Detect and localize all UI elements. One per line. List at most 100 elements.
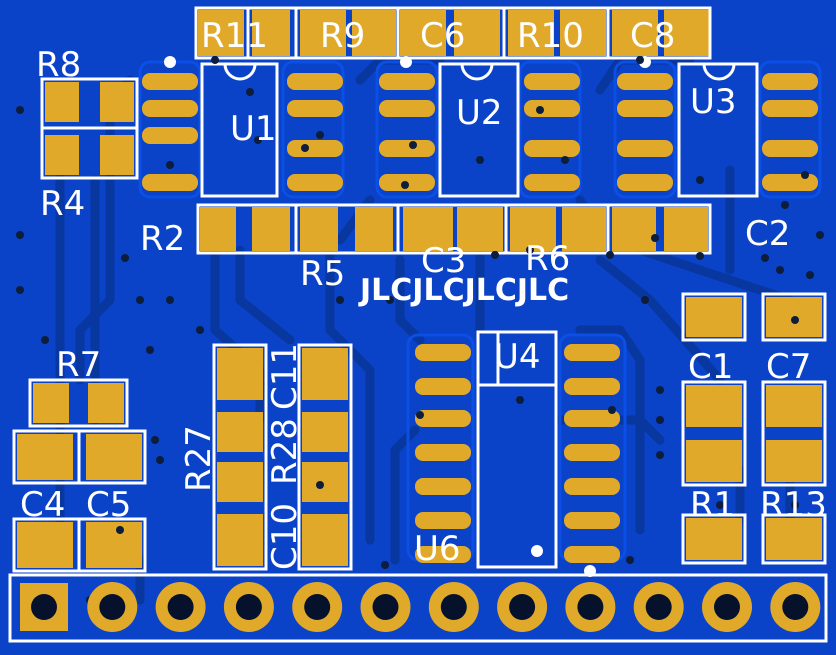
via (301, 144, 309, 152)
pad (415, 546, 471, 563)
pad (564, 444, 620, 461)
via (416, 411, 424, 419)
pad (617, 140, 673, 157)
label-u2: U2 (456, 93, 503, 133)
via (781, 201, 789, 209)
via (816, 231, 824, 239)
pad (142, 127, 198, 144)
pad (564, 344, 620, 361)
pad (524, 73, 580, 90)
via (196, 326, 204, 334)
pad (217, 514, 263, 566)
via (761, 254, 769, 262)
pad (762, 174, 818, 191)
pad (508, 10, 554, 56)
pad (454, 10, 500, 56)
label-r2: R2 (140, 219, 185, 259)
via (246, 88, 254, 96)
label-c6: C6 (420, 16, 465, 56)
pad (766, 518, 822, 560)
via (409, 141, 417, 149)
via (536, 106, 544, 114)
via (776, 266, 784, 274)
pad (524, 140, 580, 157)
pad (762, 100, 818, 117)
via (151, 436, 159, 444)
via (696, 252, 704, 260)
via (696, 176, 704, 184)
pad (415, 478, 471, 495)
pad (379, 73, 435, 90)
via (491, 251, 499, 259)
via (121, 254, 129, 262)
pad (379, 140, 435, 157)
via (254, 136, 262, 144)
header-pin (155, 582, 206, 632)
label-c4: C4 (20, 485, 65, 525)
label-c1: C1 (688, 347, 733, 387)
header-pin (360, 582, 411, 632)
pad (100, 82, 134, 122)
via (16, 231, 24, 239)
pad (564, 512, 620, 529)
via (636, 56, 644, 64)
pad (252, 207, 290, 251)
pad (352, 10, 396, 56)
pad (686, 518, 742, 560)
via (16, 106, 24, 114)
label-c5: C5 (86, 485, 131, 525)
via (166, 161, 174, 169)
pad (686, 440, 742, 482)
pad (564, 378, 620, 395)
header-pin (565, 582, 616, 632)
pad (33, 383, 69, 423)
via (651, 234, 659, 242)
via (41, 336, 49, 344)
pad (287, 174, 343, 191)
via (476, 156, 484, 164)
pad (686, 297, 742, 337)
designators: R11 R9 C6 R10 C8 R8 R4 U1 U2 U3 R2 R5 C3… (20, 16, 827, 570)
via (146, 346, 154, 354)
label-r6: R6 (525, 239, 570, 279)
pad (612, 207, 656, 251)
label-r13: R13 (760, 485, 827, 525)
pad (617, 100, 673, 117)
via (16, 286, 24, 294)
label-c3: C3 (421, 241, 466, 281)
via (381, 561, 389, 569)
pad (300, 10, 346, 56)
label-r4: R4 (40, 184, 85, 224)
via (716, 501, 724, 509)
pad (287, 140, 343, 157)
pad (564, 546, 620, 563)
via (561, 156, 569, 164)
via (166, 296, 174, 304)
via (608, 406, 616, 414)
label-jlc: JLCJLCJLCJLC (358, 273, 569, 308)
pad (564, 478, 620, 495)
via (516, 396, 524, 404)
pad (415, 512, 471, 529)
pad (142, 73, 198, 90)
pad (562, 207, 606, 251)
label-r7: R7 (56, 345, 101, 385)
pad (17, 434, 73, 480)
label-r9: R9 (320, 16, 365, 56)
via (656, 451, 664, 459)
label-c10: C10 (265, 503, 305, 570)
via (606, 251, 614, 259)
pad (287, 73, 343, 90)
via (791, 501, 799, 509)
via (791, 316, 799, 324)
pad (17, 522, 73, 568)
pad (355, 207, 393, 251)
pad (302, 348, 348, 400)
pad (415, 378, 471, 395)
via (316, 481, 324, 489)
header-pin (633, 582, 684, 632)
pad (664, 207, 708, 251)
pad (457, 207, 503, 251)
pad (766, 385, 822, 427)
